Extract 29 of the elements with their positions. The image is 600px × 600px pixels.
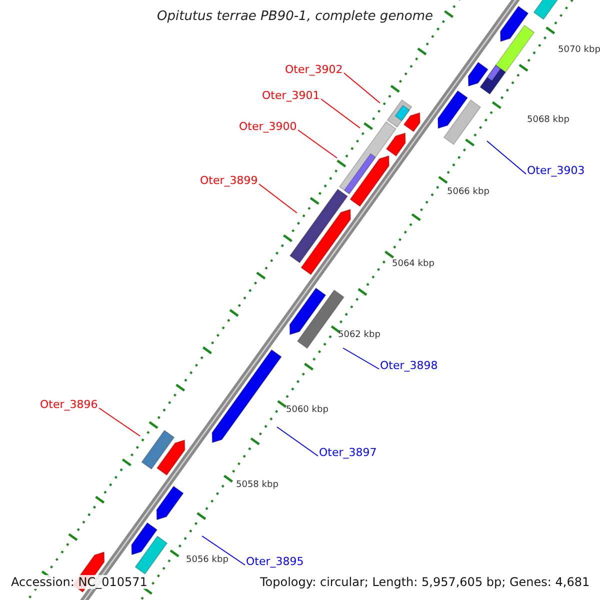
leader-line bbox=[202, 536, 246, 566]
scale-label: 5066 kbp bbox=[447, 187, 490, 198]
gene-label: Oter_3900 bbox=[239, 120, 297, 133]
leader-line bbox=[276, 426, 318, 456]
leader-line bbox=[342, 348, 380, 370]
footer-note: Topology: circular; Length: 5,957,605 bp; Genes: 4,681 bbox=[258, 575, 592, 589]
map-title: Opitutus terrae PB90-1, complete genome bbox=[157, 9, 434, 24]
leader-line bbox=[486, 140, 526, 174]
gene-label: Oter_3897 bbox=[319, 446, 377, 459]
gene-label: Oter_3899 bbox=[200, 174, 258, 187]
scale-label: 5068 kbp bbox=[527, 115, 570, 126]
gene-label: Oter_3903 bbox=[527, 164, 585, 177]
leader-line bbox=[320, 98, 360, 128]
gene-label: Oter_3895 bbox=[246, 555, 304, 568]
scale-label: 5058 kbp bbox=[236, 480, 278, 491]
scale-label: 5064 kbp bbox=[392, 259, 434, 270]
leader-line bbox=[98, 408, 140, 436]
scale-label: 5056 kbp bbox=[186, 555, 228, 566]
leader-line bbox=[298, 130, 338, 158]
scale-label: 5062 kbp bbox=[338, 330, 380, 341]
gene-label: Oter_3901 bbox=[262, 89, 320, 102]
gene-label: Oter_3902 bbox=[285, 63, 343, 76]
gene-label: Oter_3896 bbox=[40, 398, 98, 411]
gene-label: Oter_3898 bbox=[380, 359, 438, 372]
scale-label: 5070 kbp bbox=[558, 45, 600, 56]
leader-line bbox=[258, 184, 298, 214]
footer-note: Accession: NC_010571 bbox=[9, 575, 150, 589]
leader-line bbox=[344, 72, 380, 104]
scale-label: 5060 kbp bbox=[286, 405, 328, 416]
